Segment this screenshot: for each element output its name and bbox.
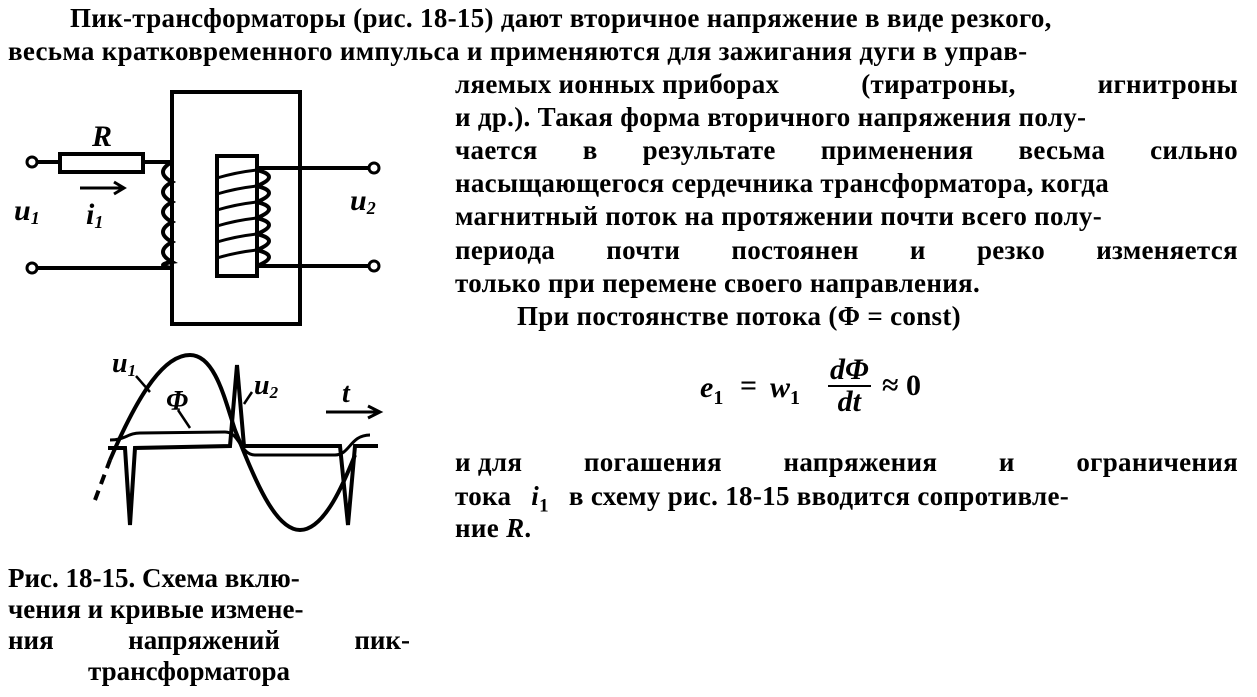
text-line-4: и др.). Такая форма вторичного напряжени… (455, 102, 1087, 132)
text-line-13: ние R. (455, 513, 532, 543)
core-frame (170, 90, 302, 326)
wave-label-t: t (342, 378, 351, 409)
formula-denominator: dt (837, 385, 861, 418)
formula-fraction: dΦ dt (828, 355, 871, 417)
u1-curve (108, 352, 357, 533)
formula-lhs: e1 (700, 371, 724, 409)
transformer-schematic (35, 90, 372, 326)
text-line-3: ляемых ионных приборах (тиратроны, игнит… (455, 69, 1238, 99)
figure-18-15: R u1 i1 u2 u1 Φ u2 t (14, 90, 384, 533)
terminal-in-bottom (25, 261, 39, 275)
text-line-8: периода почти постоянен и резко изменяет… (455, 235, 1238, 265)
text-line-11: и для погашения напряжения и ограничения (455, 447, 1238, 477)
text-line-12: тока i1 в схему рис. 18-15 вводится сопр… (455, 480, 1238, 522)
wave-label-u1: u1 (112, 348, 136, 380)
formula-equals: = (740, 369, 758, 402)
primary-winding (161, 160, 178, 270)
terminal-in-top (25, 155, 39, 169)
flux-curve (109, 430, 371, 457)
text-line-1: Пик-трансформаторы (рис. 18-15) дают вто… (70, 3, 1052, 33)
terminals (25, 155, 381, 275)
text-line-7: магнитный поток на протяжении почти всег… (455, 201, 1103, 231)
text-line-9: только при перемене своего направления. (455, 268, 981, 298)
formula-approx: ≈ 0 (882, 369, 921, 402)
u1-curve-dashed (93, 459, 112, 501)
caption-line-4: трансформатора (88, 656, 291, 686)
terminal-out-bottom (367, 259, 381, 273)
text-line-5: чается в результате применения весьма си… (455, 135, 1238, 165)
label-u2: u2 (350, 184, 376, 218)
terminal-out-top (367, 161, 381, 175)
caption-line-2: чения и кривые измене- (8, 594, 304, 624)
resistor-R (58, 152, 145, 174)
term-peak-transformers: Пик-трансформаторы (70, 3, 347, 33)
caption-line-1: Рис. 18-15. Схема вклю- (8, 563, 300, 593)
text-line-2: весьма кратковременного импульса и приме… (8, 36, 1028, 66)
text-line-6: насыщающегося сердечника трансформатора,… (455, 168, 1110, 198)
symbol-i1: i1 (531, 481, 549, 517)
caption-line-3: ния напряжений пик- (8, 625, 410, 655)
formula-w: w1 (770, 371, 801, 409)
label-R: R (91, 120, 112, 153)
formula-numerator: dΦ (828, 353, 871, 387)
secondary-winding (250, 168, 271, 268)
text-line-10: При постоянстве потока (Φ = const) (517, 301, 961, 331)
waveform-plot (93, 352, 384, 533)
u2-curve (108, 364, 378, 526)
label-u1: u1 (14, 194, 40, 228)
label-i1: i1 (86, 198, 103, 232)
symbol-R: R (506, 513, 525, 543)
wave-label-u2: u2 (254, 370, 279, 402)
wave-label-phi: Φ (166, 386, 188, 417)
